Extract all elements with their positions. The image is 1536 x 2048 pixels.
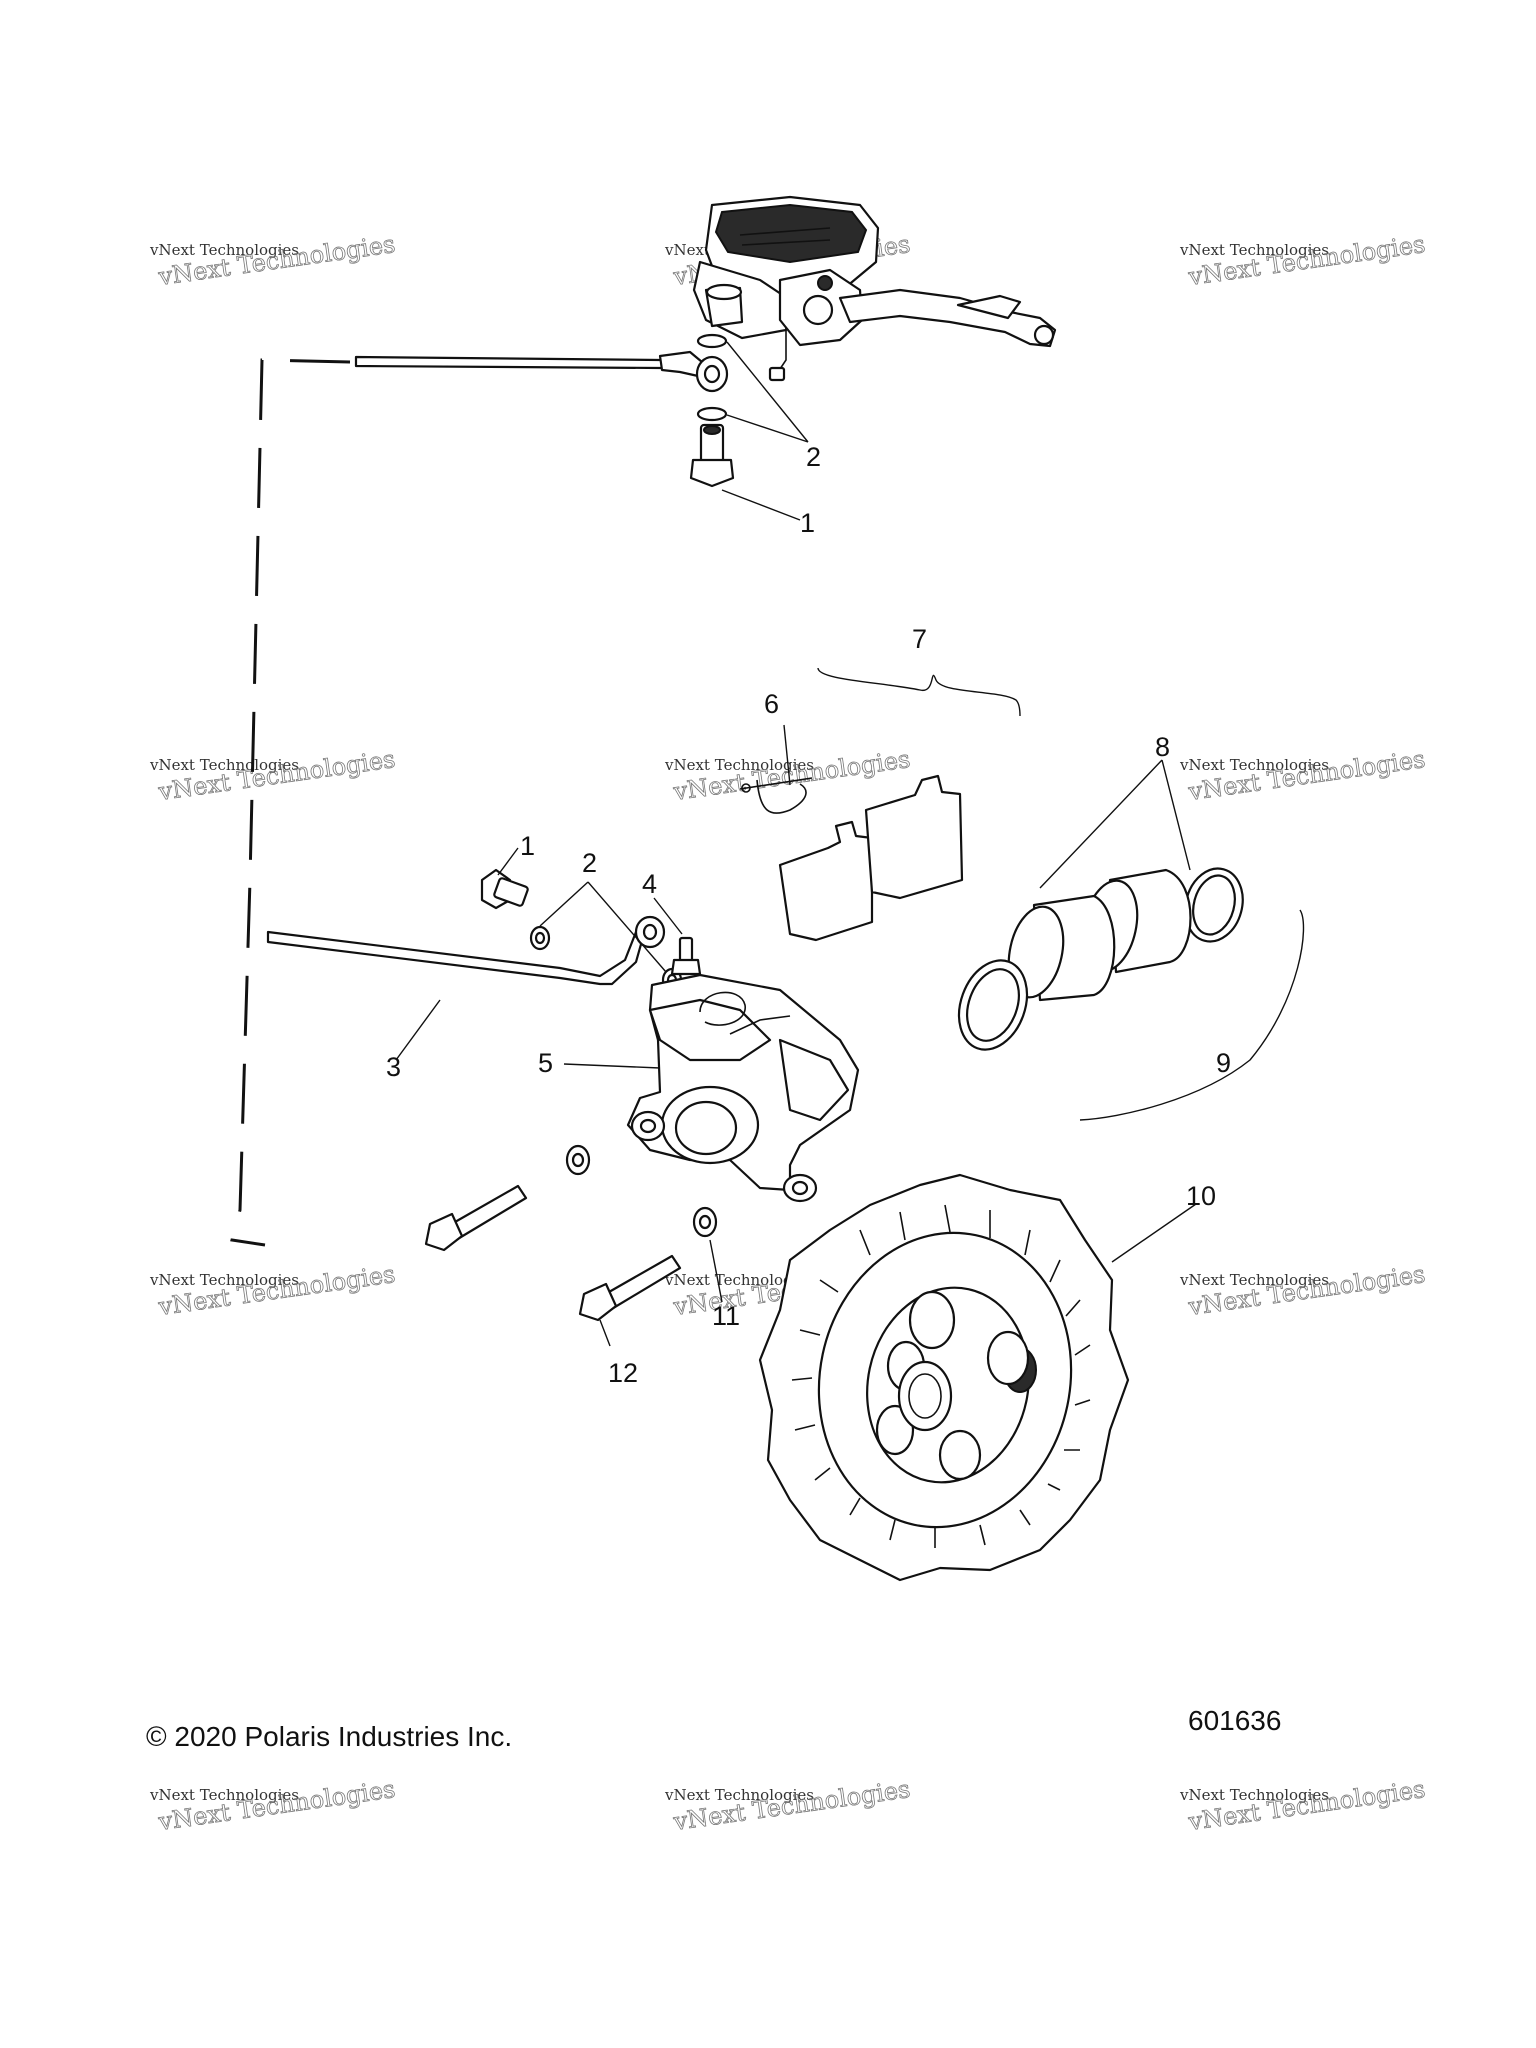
watermark-line1: vNext Technologies — [149, 1786, 299, 1804]
callout-8: 8 — [1155, 732, 1170, 762]
callout-3: 3 — [386, 1052, 401, 1082]
crush-washers-top — [696, 333, 728, 422]
watermark: vNext Technologies vNext Technologies — [149, 1775, 397, 1837]
callout-1-mid: 1 — [520, 831, 535, 861]
watermark-line1: vNext Technologies — [1179, 241, 1329, 259]
callout-6: 6 — [764, 689, 779, 719]
diagram-number: 601636 — [1188, 1705, 1281, 1736]
watermark-line1: vNext Technologies — [149, 756, 299, 774]
caliper-mounting-bolts — [424, 1144, 718, 1322]
watermark: vNext Technologies vNext Technologies — [664, 1775, 912, 1837]
callout-12: 12 — [608, 1358, 638, 1388]
watermark: vNext Technologies vNext Technologies — [149, 745, 397, 807]
brake-hose-bottom — [266, 915, 666, 986]
watermark: vNext Technologies vNext Technologies — [1179, 1260, 1427, 1322]
watermark-line1: vNext Technologies — [149, 241, 299, 259]
banjo-bolt-mid — [480, 868, 529, 910]
callout-7: 7 — [912, 624, 927, 654]
callout-labels: 1 2 7 6 8 1 2 4 3 5 9 10 11 12 — [386, 442, 1231, 1388]
watermark-line2: vNext Technologies — [1186, 1775, 1427, 1836]
watermark-line2: vNext Technologies — [156, 745, 397, 806]
watermark: vNext Technologies vNext Technologies — [149, 230, 397, 292]
caliper-pistons-and-seals — [957, 867, 1244, 1051]
watermark-line2: vNext Technologies — [671, 1775, 912, 1836]
watermark-line2: vNext Technologies — [1186, 745, 1427, 806]
watermark-line1: vNext Technologies — [1179, 756, 1329, 774]
callout-2-top: 2 — [806, 442, 821, 472]
callout-1-top: 1 — [800, 508, 815, 538]
watermark: vNext Technologies vNext Technologies — [1179, 230, 1427, 292]
copyright-text: © 2020 Polaris Industries Inc. — [146, 1721, 512, 1752]
watermark-line2: vNext Technologies — [671, 745, 912, 806]
master-cylinder — [692, 195, 1057, 382]
brake-hose-top — [354, 350, 729, 393]
callout-5: 5 — [538, 1048, 553, 1078]
watermark: vNext Technologies vNext Technologies — [664, 745, 912, 807]
watermark: vNext Technologies vNext Technologies — [1179, 745, 1427, 807]
banjo-bolt-top — [689, 423, 735, 488]
watermark-line1: vNext Technologies — [664, 1271, 814, 1289]
callout-9: 9 — [1216, 1048, 1231, 1078]
watermark: vNext Technologies vNext Technologies — [1179, 1775, 1427, 1837]
footer: © 2020 Polaris Industries Inc. 601636 — [146, 1705, 1281, 1752]
watermark-line2: vNext Technologies — [156, 230, 397, 291]
brake-disc — [758, 1173, 1130, 1582]
callout-10: 10 — [1186, 1181, 1216, 1211]
watermark-line1: vNext Technologies — [664, 756, 814, 774]
callout-11: 11 — [712, 1301, 740, 1331]
callout-4: 4 — [642, 869, 657, 899]
watermark-line1: vNext Technologies — [1179, 1271, 1329, 1289]
bleeder-valve — [670, 936, 702, 976]
pad-pin — [739, 777, 813, 814]
watermark: vNext Technologies vNext Technologies — [149, 1260, 397, 1322]
hose-routing-dashed-line — [230, 358, 351, 1247]
watermark-line1: vNext Technologies — [1179, 1786, 1329, 1804]
watermark-line2: vNext Technologies — [156, 1260, 397, 1321]
watermark-line1: vNext Technologies — [664, 1786, 814, 1804]
watermark-line2: vNext Technologies — [1186, 230, 1427, 291]
watermark-line2: vNext Technologies — [156, 1775, 397, 1836]
caliper — [626, 973, 860, 1203]
watermark-line2: vNext Technologies — [1186, 1260, 1427, 1321]
watermark-line1: vNext Technologies — [149, 1271, 299, 1289]
leader-lines — [395, 341, 1305, 1347]
brake-pads — [778, 774, 964, 942]
callout-2-mid: 2 — [582, 848, 597, 878]
